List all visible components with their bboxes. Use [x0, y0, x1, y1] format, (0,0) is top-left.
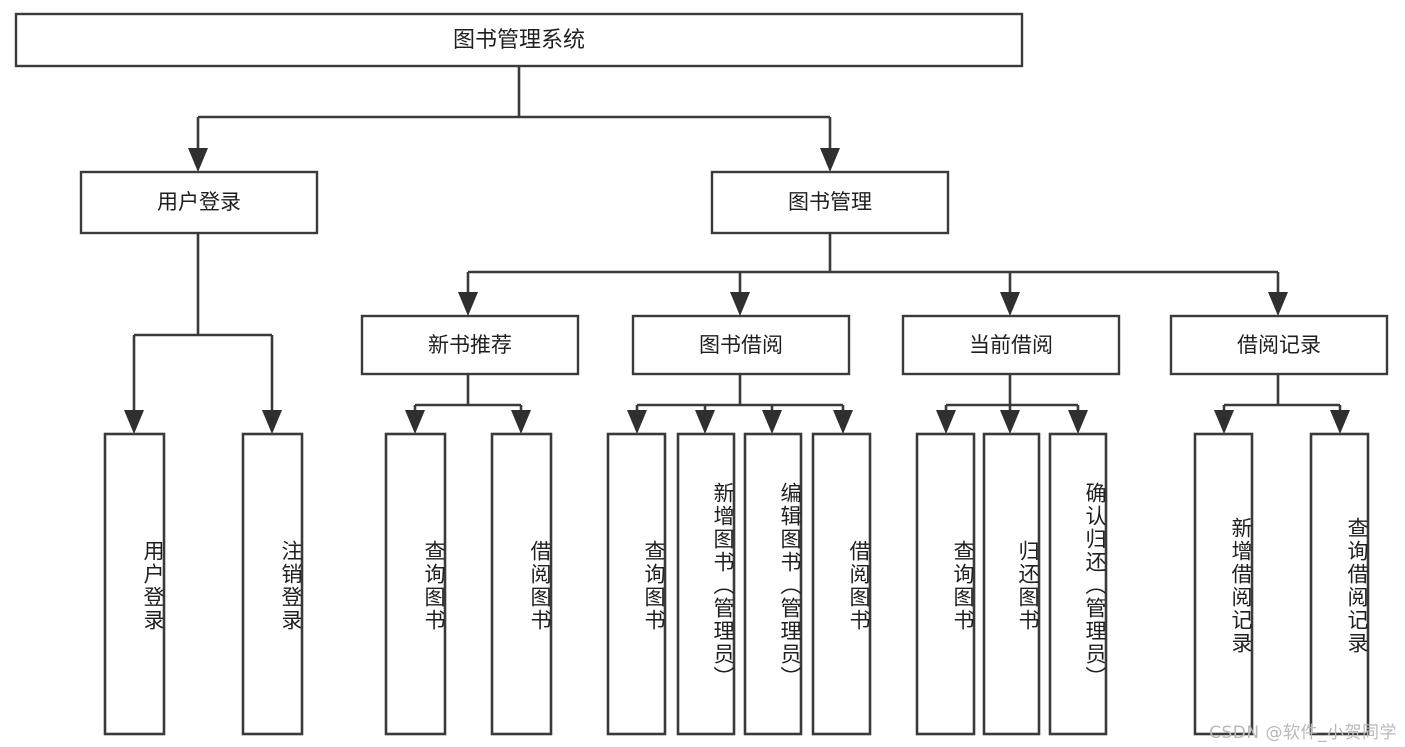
- arrow-head-new-book-recommend: [458, 292, 478, 316]
- leaf-boxes-current-borrow: [915, 432, 1108, 736]
- leaf-boxes-new-book-recommend: [384, 432, 553, 736]
- node-book-manage-label: 图书管理: [788, 190, 872, 214]
- leaf-box-book-borrow-0[interactable]: [606, 432, 667, 736]
- node-user-login-label: 用户登录: [157, 190, 241, 214]
- arrow-head-user-login: [188, 148, 208, 172]
- arrow-head-leaf-book-borrow-1: [695, 410, 715, 434]
- node-book-borrow-box[interactable]: [631, 314, 851, 376]
- arrow-head-book-manage: [820, 148, 840, 172]
- node-book-manage-box[interactable]: [710, 170, 950, 235]
- connector-group-book-manage: [458, 233, 1288, 316]
- node-current-borrow[interactable]: 当前借阅: [901, 314, 1121, 376]
- node-new-book-recommend-box[interactable]: [360, 314, 580, 376]
- node-borrow-record-label: 借阅记录: [1237, 333, 1321, 357]
- node-borrow-record[interactable]: 借阅记录: [1169, 314, 1389, 376]
- node-borrow-record-box[interactable]: [1169, 314, 1389, 376]
- connector-group-book-borrow: [627, 375, 853, 434]
- connector-group-root: [188, 66, 840, 172]
- connector-group-new-book-recommend: [405, 375, 531, 434]
- leaf-box-borrow-record-1[interactable]: [1309, 432, 1370, 736]
- csdn-watermark: CSDN @软件_小贺同学: [1209, 723, 1397, 743]
- connector-group-borrow-record: [1214, 375, 1350, 434]
- node-current-borrow-box[interactable]: [901, 314, 1121, 376]
- node-user-login[interactable]: 用户登录: [79, 170, 319, 235]
- leaf-box-new-book-0[interactable]: [384, 432, 447, 736]
- leaf-box-borrow-record-0[interactable]: [1193, 432, 1254, 736]
- connector-group-user-login: [124, 233, 282, 434]
- connector-group-current-borrow: [936, 375, 1088, 434]
- arrow-head-leaf-new-book-0: [405, 410, 425, 434]
- arrow-head-leaf-book-borrow-2: [762, 410, 782, 434]
- node-new-book-recommend-label: 新书推荐: [428, 333, 512, 357]
- arrow-head-leaf-current-borrow-2: [1068, 410, 1088, 434]
- leaf-box-current-borrow-0[interactable]: [915, 432, 976, 736]
- leaf-box-book-borrow-3[interactable]: [811, 432, 872, 736]
- leaf-box-user-login-1[interactable]: [241, 432, 304, 736]
- node-book-manage[interactable]: 图书管理: [710, 170, 950, 235]
- arrow-head-leaf-user-login-0: [124, 410, 144, 434]
- arrow-head-leaf-current-borrow-0: [936, 410, 956, 434]
- node-book-borrow[interactable]: 图书借阅: [631, 314, 851, 376]
- arrow-head-leaf-book-borrow-3: [833, 410, 853, 434]
- arrow-head-leaf-current-borrow-1: [1000, 410, 1020, 434]
- leaf-boxes-borrow-record: [1193, 432, 1370, 736]
- leaf-box-current-borrow-2[interactable]: [1048, 432, 1108, 736]
- leaf-box-current-borrow-1[interactable]: [982, 432, 1041, 736]
- leaf-boxes-book-borrow: [606, 432, 872, 736]
- node-current-borrow-label: 当前借阅: [969, 333, 1053, 357]
- node-new-book-recommend[interactable]: 新书推荐: [360, 314, 580, 376]
- node-root[interactable]: 图书管理系统: [14, 12, 1024, 68]
- arrow-head-leaf-borrow-record-0: [1214, 410, 1234, 434]
- arrow-head-leaf-user-login-1: [262, 410, 282, 434]
- leaf-box-book-borrow-2[interactable]: [743, 432, 803, 736]
- node-root-box[interactable]: [14, 12, 1024, 68]
- arrow-head-leaf-new-book-1: [511, 410, 531, 434]
- leaf-box-user-login-0[interactable]: [103, 432, 166, 736]
- arrow-head-leaf-book-borrow-0: [627, 410, 647, 434]
- node-user-login-box[interactable]: [79, 170, 319, 235]
- leaf-box-new-book-1[interactable]: [490, 432, 553, 736]
- arrow-head-borrow-record: [1268, 292, 1288, 316]
- leaf-box-book-borrow-1[interactable]: [676, 432, 736, 736]
- arrow-head-leaf-borrow-record-1: [1330, 410, 1350, 434]
- leaf-boxes-user-login: [103, 432, 304, 736]
- arrow-head-current-borrow: [1000, 292, 1020, 316]
- node-root-label: 图书管理系统: [453, 28, 585, 53]
- arrow-head-book-borrow: [730, 292, 750, 316]
- node-book-borrow-label: 图书借阅: [699, 333, 783, 357]
